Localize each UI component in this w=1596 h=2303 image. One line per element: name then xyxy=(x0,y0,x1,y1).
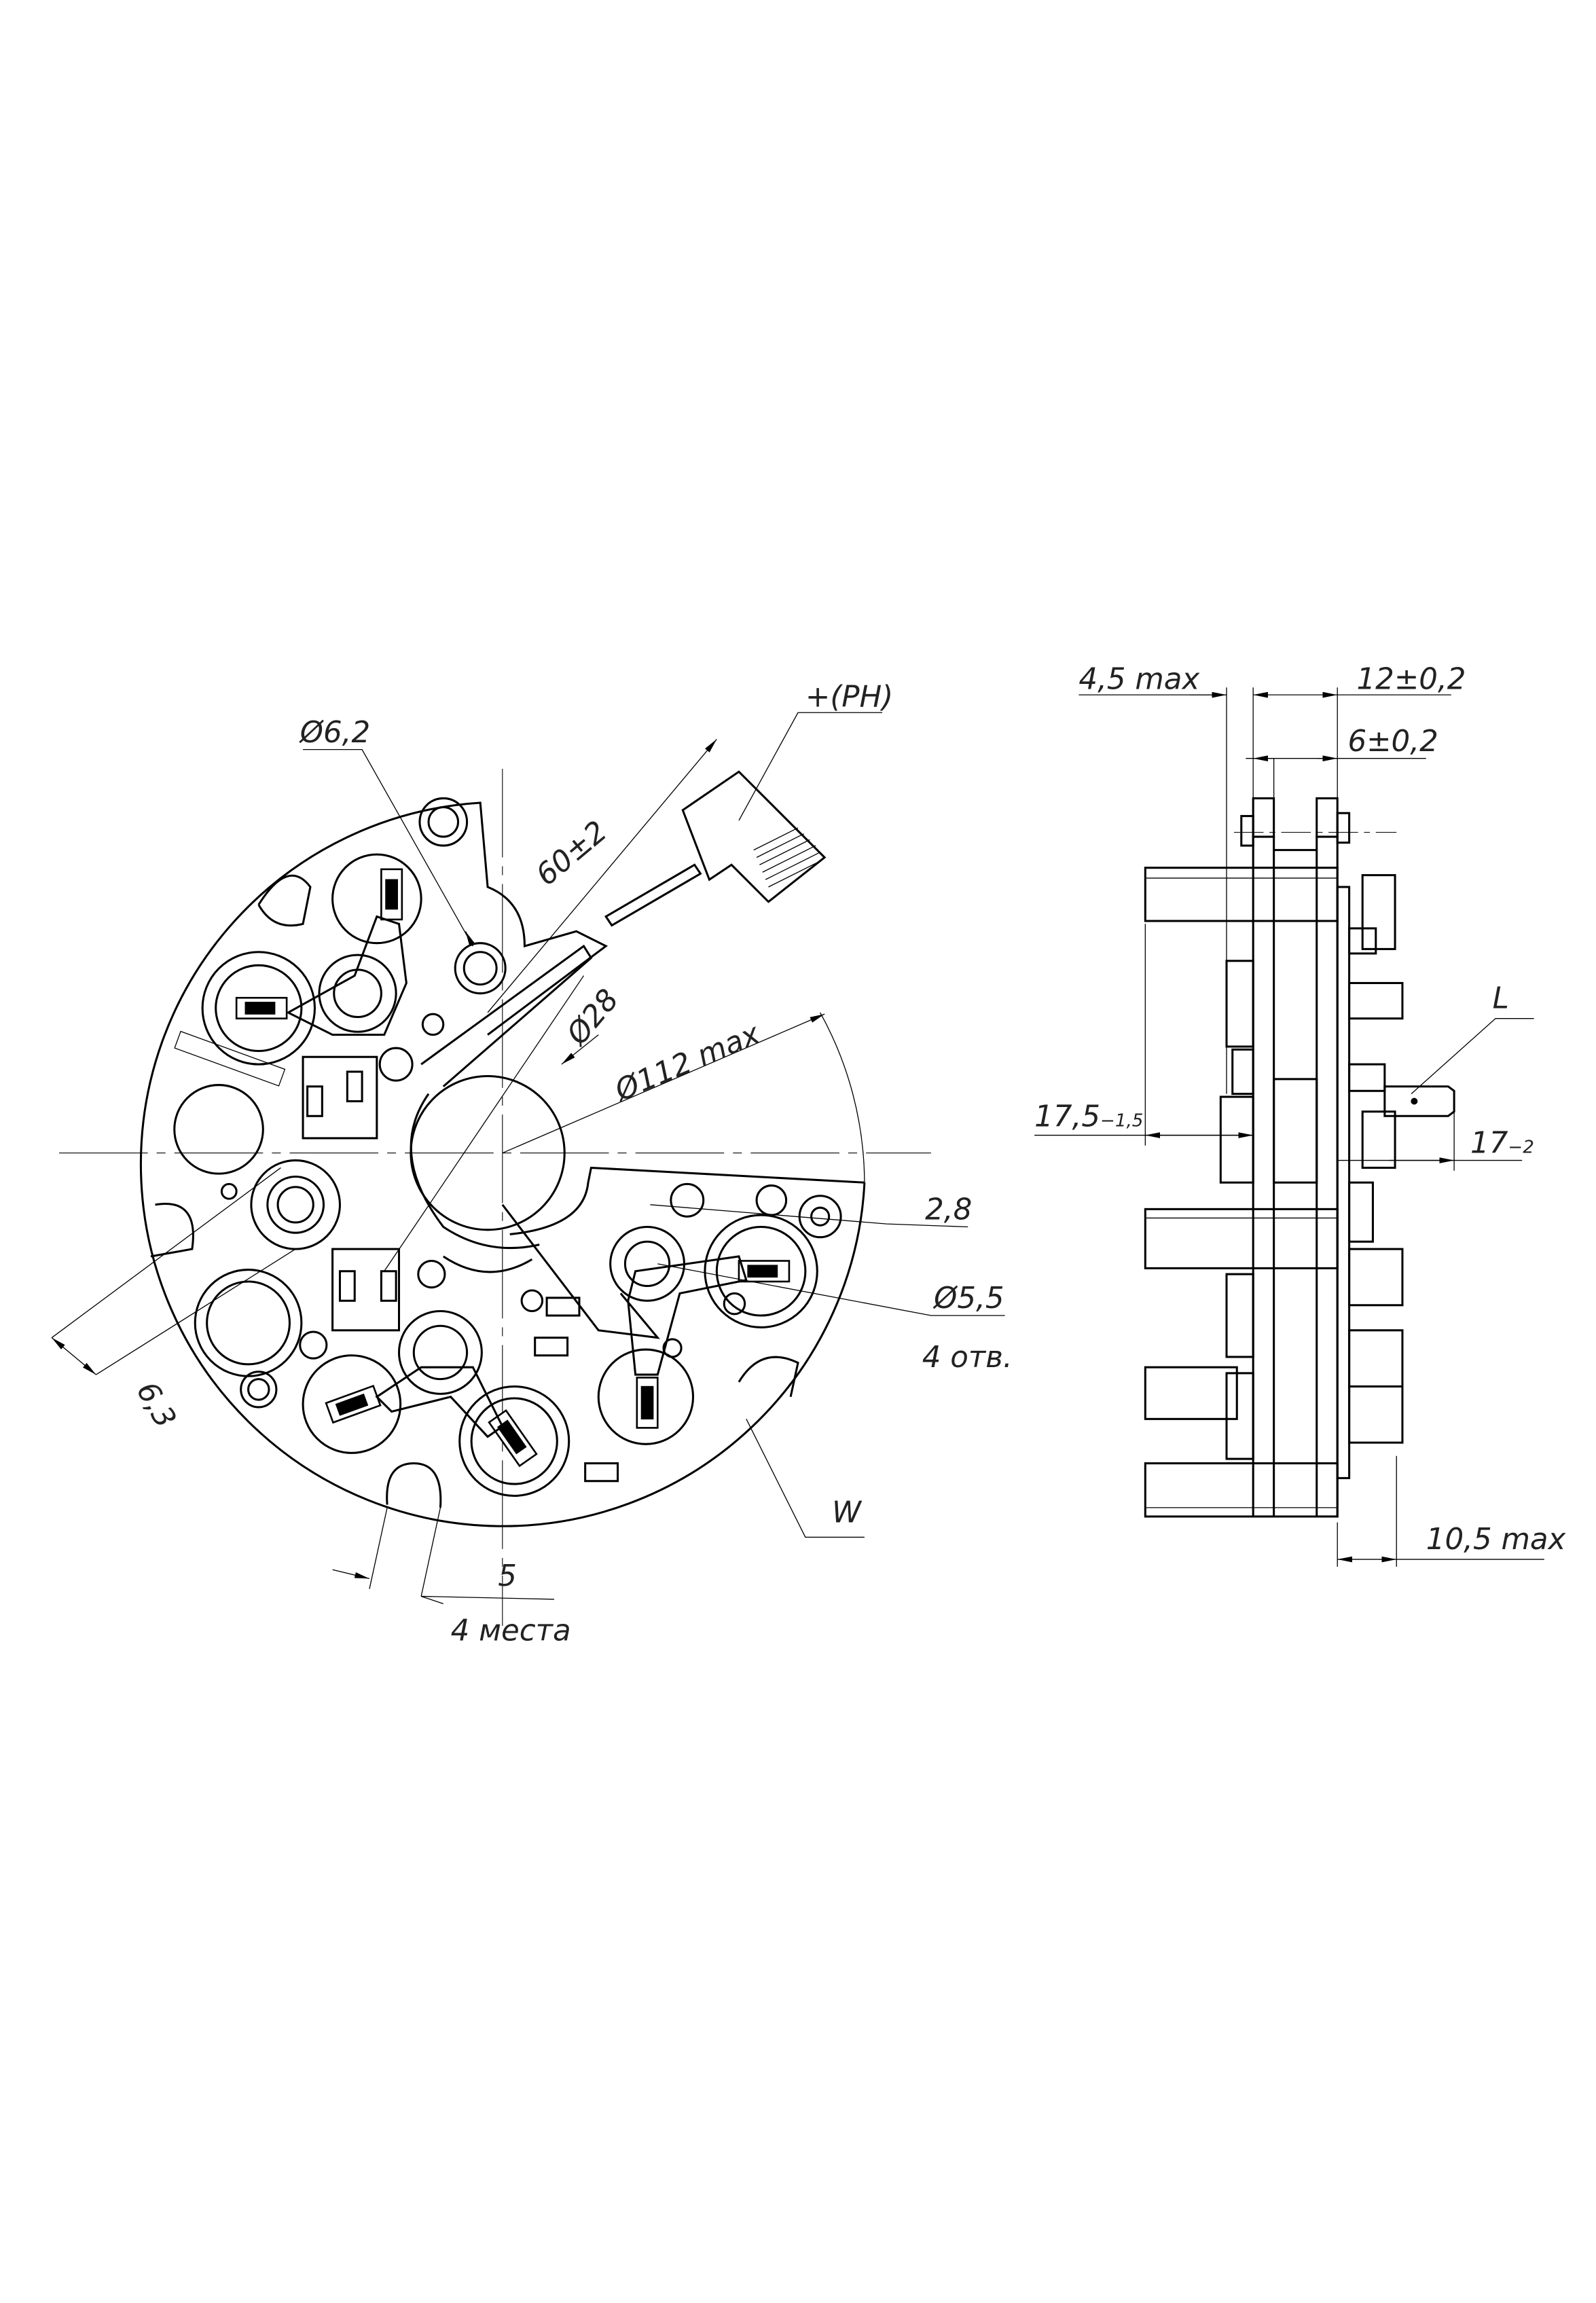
leaf-terminals xyxy=(174,915,748,1483)
label-pin-height-tol: −1,5 xyxy=(1100,1111,1143,1131)
label-lead-length: 60±2 xyxy=(530,814,614,892)
label-pin-height-main: 17,5 xyxy=(1034,1100,1100,1134)
ph-connector xyxy=(604,770,827,927)
front-labels: Ø6,2 +(PH) 60±2 Ø28 Ø112 max 2,8 Ø5,5 4 … xyxy=(130,681,1013,1648)
heat-sink-plate-negative xyxy=(1252,835,1275,1518)
label-mount-hole-count: 4 отв. xyxy=(922,1341,1013,1375)
label-pin-height: 17,5−1,5 xyxy=(1034,1100,1143,1134)
side-view: 4,5 max 12±0,2 6±0,2 L 17,5−1,5 17−2 10,… xyxy=(1034,662,1566,1567)
center-hole-ring xyxy=(410,1093,540,1250)
rectifier-plate-outline xyxy=(139,801,866,1527)
mounting-slots xyxy=(150,874,799,1508)
label-slot-width: 5 xyxy=(498,1559,517,1593)
label-center-hole: Ø28 xyxy=(560,983,625,1052)
label-terminal-ph: +(PH) xyxy=(805,681,893,714)
label-terminal-height-main: 17 xyxy=(1470,1127,1508,1161)
lower-arc-strip xyxy=(442,1255,533,1273)
label-component-height: 10,5 max xyxy=(1426,1523,1567,1557)
front-view: Ø6,2 +(PH) 60±2 Ø28 Ø112 max 2,8 Ø5,5 4 … xyxy=(51,681,1013,1648)
label-overhang: 4,5 max xyxy=(1078,662,1200,696)
diode-holes xyxy=(173,853,818,1498)
side-dimensions xyxy=(1034,687,1544,1567)
mount-holes xyxy=(220,797,842,1409)
label-terminal-height: 17−2 xyxy=(1470,1127,1534,1161)
label-thickness: 2,8 xyxy=(925,1193,972,1227)
label-terminal-height-tol: −2 xyxy=(1508,1138,1534,1158)
pin-bottom xyxy=(1144,1462,1339,1518)
label-total-width: 12±0,2 xyxy=(1357,662,1466,696)
label-marker-w: W xyxy=(832,1496,863,1530)
pin-short xyxy=(1144,1366,1238,1420)
bus-strip xyxy=(420,944,593,1087)
label-mount-hole: Ø5,5 xyxy=(932,1282,1004,1316)
outer-dia-arc xyxy=(820,1012,865,1183)
pin-top xyxy=(1144,867,1339,922)
label-terminal-l: L xyxy=(1493,981,1509,1015)
label-slot-count: 4 места xyxy=(451,1614,571,1648)
marker-rectangle xyxy=(584,1462,619,1483)
label-plate-gap: 6±0,2 xyxy=(1347,725,1438,759)
side-labels: 4,5 max 12±0,2 6±0,2 L 17,5−1,5 17−2 10,… xyxy=(1034,662,1566,1556)
heat-sink-plate-positive xyxy=(1316,835,1339,1518)
label-outer-dia: Ø112 max xyxy=(609,1017,765,1109)
front-dimensions xyxy=(51,712,1005,1604)
lower-bus-strip xyxy=(501,1203,660,1339)
label-hole-dia: Ø6,2 xyxy=(299,716,370,750)
label-slot-offset: 6,3 xyxy=(130,1376,183,1434)
resistor xyxy=(174,1030,286,1087)
